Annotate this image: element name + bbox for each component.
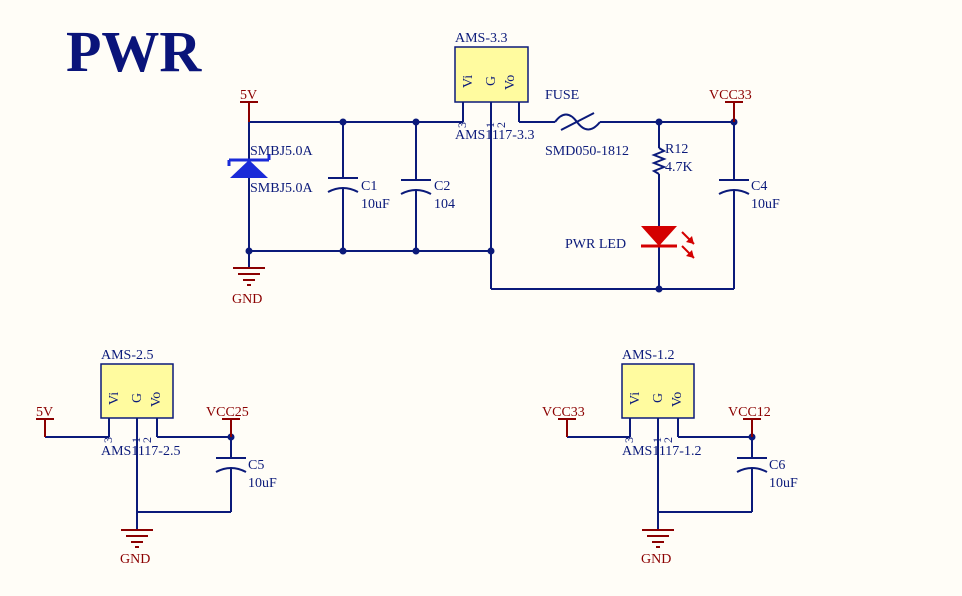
power-port-5v-top: 5V [240,88,258,122]
tvs-designator: SMBJ5.0A [250,144,314,159]
svg-text:104: 104 [434,197,455,212]
svg-text:3: 3 [455,122,469,128]
tvs-value: SMBJ5.0A [250,181,314,196]
power-port-5v-bl: 5V [36,405,54,437]
regulator-ams-3-3: AMS-3.3 Vi G Vo 3 1 2 AMS1117-3.3 [454,31,534,143]
svg-text:5V: 5V [36,405,53,420]
svg-text:G: G [651,393,666,403]
svg-text:R12: R12 [665,142,688,157]
svg-text:10uF: 10uF [769,476,798,491]
svg-text:VCC33: VCC33 [709,88,752,103]
svg-text:2: 2 [494,122,508,128]
svg-text:Vo: Vo [149,392,164,407]
svg-text:1: 1 [129,437,143,443]
svg-text:4.7K: 4.7K [665,160,693,175]
power-port-vcc25: VCC25 [206,405,249,437]
svg-text:GND: GND [641,552,671,567]
svg-text:G: G [484,76,499,86]
svg-text:C4: C4 [751,179,767,194]
regulator-designator: AMS-2.5 [101,348,154,363]
capacitor-c5: C5 10uF [215,457,277,491]
capacitor-c6: C6 10uF [736,457,798,491]
svg-text:VCC25: VCC25 [206,405,249,420]
br-wires [567,418,756,530]
ground-symbol-bl: GND [120,529,153,567]
page-title: PWR [66,19,202,84]
svg-text:Vo: Vo [503,75,518,90]
resistor-r12: R12 4.7K [651,142,693,175]
ground-symbol-br: GND [641,529,674,567]
svg-text:VCC33: VCC33 [542,405,585,420]
fuse-designator: FUSE [545,88,579,103]
power-port-vcc12: VCC12 [728,405,771,437]
svg-text:C6: C6 [769,458,785,473]
svg-text:2: 2 [140,437,154,443]
svg-text:1: 1 [483,122,497,128]
power-port-vcc33-top: VCC33 [709,88,752,122]
svg-text:Vi: Vi [461,75,476,88]
svg-text:Vi: Vi [628,392,643,405]
top-wires [248,102,735,290]
regulator-part: AMS1117-3.3 [455,128,534,143]
svg-text:G: G [130,393,145,403]
capacitor-c1: C1 10uF [327,177,390,212]
fuse: FUSE SMD050-1812 [545,88,629,159]
svg-text:C2: C2 [434,179,450,194]
svg-text:VCC12: VCC12 [728,405,771,420]
svg-text:Vi: Vi [107,392,122,405]
capacitor-c2: C2 104 [400,179,455,212]
svg-text:3: 3 [101,437,115,443]
led-label: PWR LED [565,237,626,252]
svg-text:GND: GND [120,552,150,567]
regulator-ams-2-5: AMS-2.5 Vi G Vo 3 1 2 AMS1117-2.5 [100,348,180,459]
svg-text:GND: GND [232,292,262,307]
svg-text:10uF: 10uF [248,476,277,491]
power-led: PWR LED [565,226,695,259]
fuse-value: SMD050-1812 [545,144,629,159]
bl-wires [45,418,235,530]
top-junctions [245,118,738,293]
svg-text:10uF: 10uF [751,197,780,212]
svg-text:1: 1 [650,437,664,443]
svg-text:10uF: 10uF [361,197,390,212]
capacitor-c4: C4 10uF [718,179,780,212]
svg-text:C5: C5 [248,458,264,473]
svg-text:5V: 5V [240,88,257,103]
regulator-designator: AMS-1.2 [622,348,675,363]
svg-text:C1: C1 [361,179,377,194]
svg-text:2: 2 [661,437,675,443]
regulator-part: AMS1117-1.2 [622,444,701,459]
regulator-designator: AMS-3.3 [455,31,508,46]
regulator-ams-1-2: AMS-1.2 Vi G Vo 3 1 2 AMS1117-1.2 [621,348,701,459]
ground-symbol-top: GND [232,267,265,307]
regulator-part: AMS1117-2.5 [101,444,180,459]
svg-text:3: 3 [622,437,636,443]
tvs-diode: SMBJ5.0A SMBJ5.0A [227,144,314,196]
svg-text:Vo: Vo [670,392,685,407]
power-port-vcc33-br: VCC33 [542,405,585,437]
